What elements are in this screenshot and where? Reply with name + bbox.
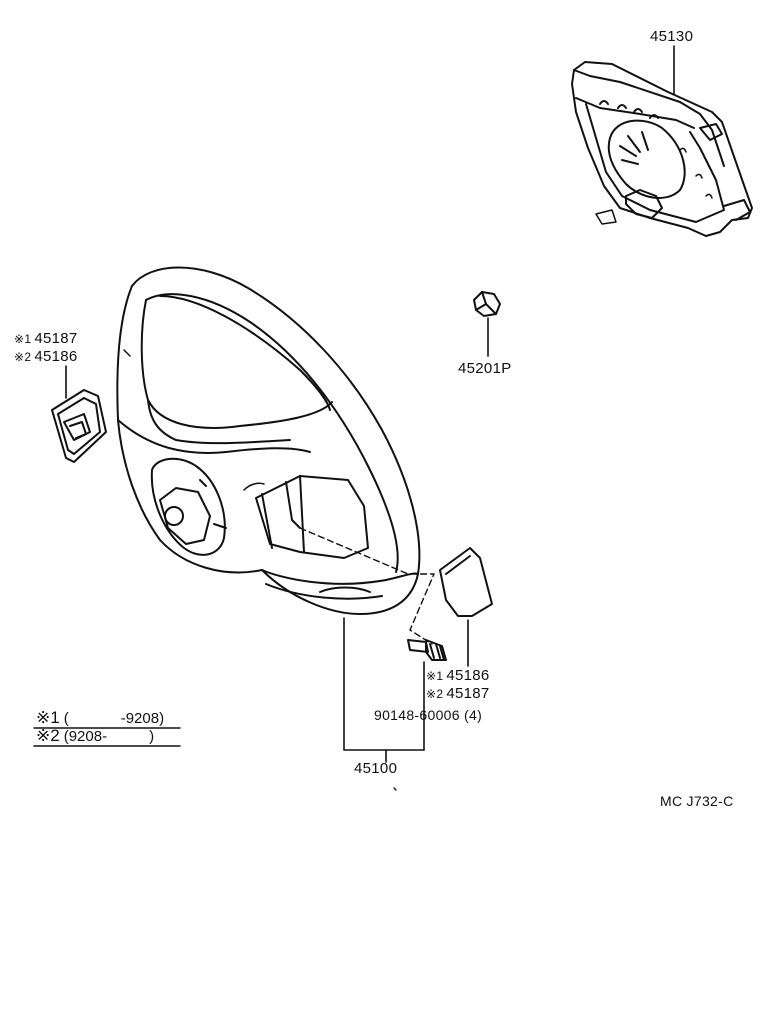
note-2-range: (9208- (63, 728, 108, 745)
note-1-open: ( (63, 710, 69, 727)
label-steering-wheel: 45100 (354, 760, 398, 777)
ornament-right (439, 547, 493, 617)
note-1-range: -9208) (120, 710, 165, 727)
diagram-code: MC J732-C (660, 793, 734, 809)
steering-wheel (116, 266, 421, 615)
right-ornament-2-number: 45187 (446, 685, 490, 702)
horn-pad-assembly (571, 61, 753, 237)
mark-1: ※1 (426, 669, 444, 683)
label-screw: 90148-60006 (4) (374, 707, 482, 724)
right-ornament-1-number: 45186 (446, 667, 490, 684)
ornament-left (51, 389, 107, 463)
screw-number: 90148-60006 (374, 707, 460, 723)
left-ornament-1-number: 45187 (34, 330, 78, 347)
note-1-mark: ※1 (36, 708, 60, 727)
note-2-mark: ※2 (36, 726, 60, 745)
mark-2: ※2 (426, 687, 444, 701)
note-2: ※2(9208-) (36, 727, 154, 746)
mark-1: ※1 (14, 332, 32, 346)
left-ornament-2-number: 45186 (34, 348, 78, 365)
screw-quantity: (4) (464, 707, 483, 723)
mark-2: ※2 (14, 350, 32, 364)
label-nut: 45201P (458, 360, 512, 377)
note-2-close: ) (149, 728, 155, 745)
screw-part (407, 639, 447, 661)
label-horn-pad: 45130 (650, 28, 694, 45)
nut-part (473, 291, 501, 317)
note-1: ※1( -9208) (36, 709, 164, 728)
